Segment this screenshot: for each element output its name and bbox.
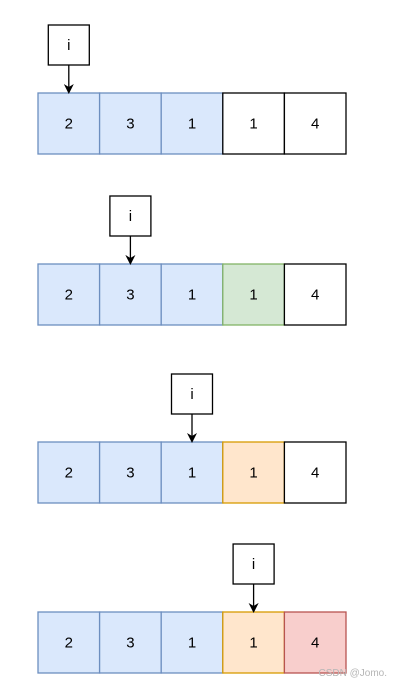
array-cell: 1 (160, 441, 224, 504)
array-cell-box (37, 611, 101, 674)
array-row: 2 3 1 1 4 i (37, 195, 347, 326)
array-cell-value: 4 (311, 465, 319, 482)
array-cell-value: 4 (311, 287, 319, 304)
array-row: 2 3 1 1 4 i (37, 24, 347, 155)
array-cell-value: 2 (65, 635, 73, 652)
pointer-i: i (170, 373, 214, 443)
array-cell-value: 1 (249, 635, 257, 652)
array-cell: 1 (222, 263, 286, 326)
array-cell: 4 (283, 263, 347, 326)
array-cell: 2 (37, 92, 101, 155)
array-cell-box (98, 441, 162, 504)
pointer-label: i (252, 556, 255, 573)
pointer-box (232, 543, 275, 585)
array-cell: 4 (283, 92, 347, 155)
array-cell-value: 3 (126, 116, 134, 133)
pointer-box (109, 195, 152, 237)
pointer-box (47, 24, 90, 66)
pointer-i: i (109, 195, 152, 265)
array-cell-box (160, 611, 224, 674)
array-cell-box (283, 611, 347, 674)
array-cell: 1 (160, 611, 224, 674)
array-cell-value: 1 (249, 465, 257, 482)
array-cell-value: 3 (126, 635, 134, 652)
array-cell-value: 3 (126, 465, 134, 482)
array-cell-value: 1 (249, 116, 257, 133)
array-cell: 1 (160, 92, 224, 155)
array-cell: 2 (37, 263, 101, 326)
pointer-i: i (232, 543, 275, 613)
array-cell-value: 1 (188, 287, 196, 304)
watermark: CSDN @Jomo. (318, 668, 388, 679)
array-cell-box (160, 92, 224, 155)
array-cell-value: 4 (311, 635, 319, 652)
array-cell: 3 (98, 441, 162, 504)
array-cell: 1 (222, 441, 286, 504)
pointer-label: i (129, 208, 132, 225)
array-cell-box (283, 441, 347, 504)
array-cell: 1 (222, 92, 286, 155)
array-cell: 1 (160, 263, 224, 326)
pointer-label: i (190, 386, 193, 403)
array-cell: 2 (37, 441, 101, 504)
pointer-label: i (67, 37, 70, 54)
array-cell: 3 (98, 92, 162, 155)
array-cell: 3 (98, 263, 162, 326)
array-cell-box (37, 92, 101, 155)
array-cell: 1 (222, 611, 286, 674)
pointer-i: i (47, 24, 90, 94)
array-cell-box (98, 92, 162, 155)
array-cell-box (222, 263, 286, 326)
array-cell-value: 1 (249, 287, 257, 304)
array-cell-box (283, 263, 347, 326)
array-cell-box (283, 92, 347, 155)
pointer-box (170, 373, 214, 415)
array-cell-value: 2 (65, 287, 73, 304)
array-cell-box (222, 441, 286, 504)
array-cell-box (160, 263, 224, 326)
array-cell-value: 4 (311, 116, 319, 133)
array-cell-value: 2 (65, 116, 73, 133)
array-cell: 2 (37, 611, 101, 674)
array-cell-value: 1 (188, 635, 196, 652)
array-cell: 3 (98, 611, 162, 674)
array-rows: 2 3 1 1 4 i 2 3 1 1 4 i 2 3 1 1 4 i 2 3 1 1 4 i (37, 24, 347, 674)
array-cell-value: 2 (65, 465, 73, 482)
array-row: 2 3 1 1 4 i (37, 373, 347, 504)
array-cell-value: 3 (126, 287, 134, 304)
array-cell: 4 (283, 611, 347, 674)
array-cell-value: 1 (188, 465, 196, 482)
array-cell-box (222, 611, 286, 674)
array-cell-value: 1 (188, 116, 196, 133)
array-cell-box (160, 441, 224, 504)
array-cell: 4 (283, 441, 347, 504)
array-row: 2 3 1 1 4 i (37, 543, 347, 674)
